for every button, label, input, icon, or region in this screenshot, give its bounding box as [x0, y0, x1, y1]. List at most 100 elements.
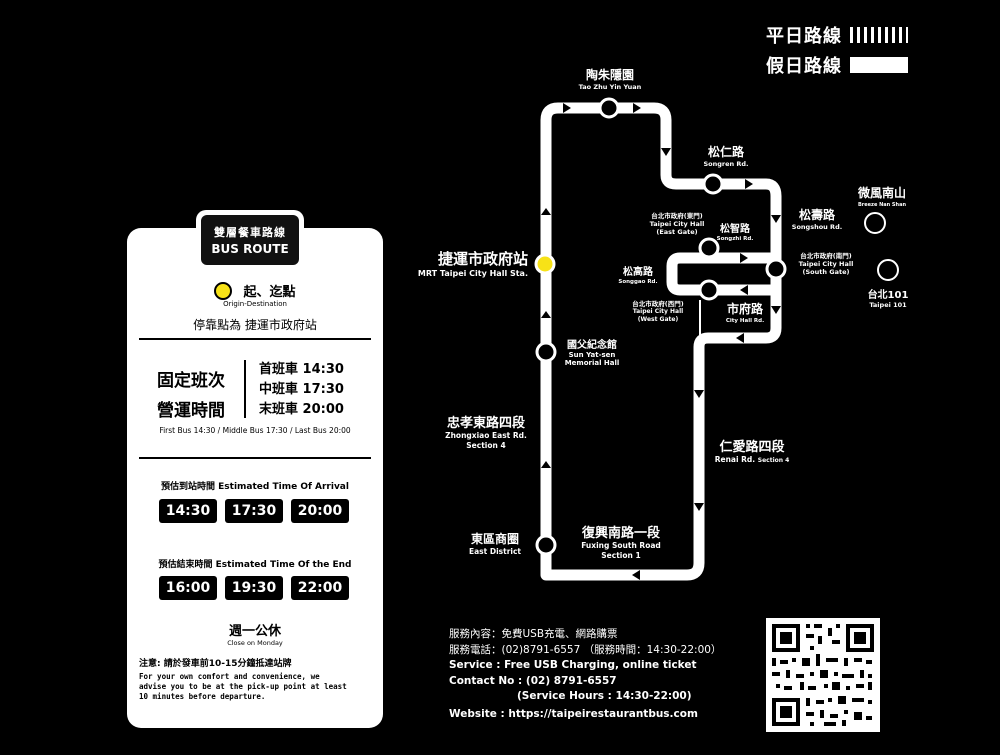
route-legend: 平日路線 假日路線	[766, 20, 908, 80]
arrow-icon	[771, 306, 781, 314]
schedule-times: 首班車 14:30 中班車 17:30 末班車 20:00	[259, 360, 344, 420]
arrow-icon	[541, 311, 551, 318]
label-east-gate: 台北市政府(東門)Taipei City Hall(East Gate)	[649, 212, 705, 236]
arrival-time: 17:30	[225, 499, 283, 523]
arrow-icon	[633, 103, 641, 113]
stop-taipei-101	[877, 259, 899, 281]
end-title: 預估結束時間 Estimated Time Of the End	[158, 560, 352, 570]
arrow-icon	[694, 503, 704, 511]
arrow-icon	[661, 148, 671, 156]
fixed-schedule-line2: 營運時間	[157, 401, 225, 421]
label-renai: 仁愛路四段 Renai Rd. Section 4	[714, 440, 790, 464]
notice-en-line: advise you to be at the pick-up point at…	[139, 682, 347, 691]
stop-mrt-city-hall	[534, 253, 556, 275]
weekday-route-swatch	[850, 27, 908, 43]
holiday-route-label: 假日路線	[766, 56, 842, 77]
stop-tao-zhu-yin-yuan	[598, 97, 620, 119]
arrival-time: 14:30	[159, 499, 217, 523]
schedule-divider	[244, 360, 246, 418]
service-phone: 服務電話：(02)8791-6557 （服務時間：14:30-22:00）	[449, 643, 722, 656]
end-time: 19:30	[225, 576, 283, 600]
service-en: Service : Free USB Charging, online tick…	[449, 659, 697, 671]
stop-east-gate	[698, 237, 720, 259]
arrow-icon	[736, 333, 744, 343]
arrival-times: 14:30 17:30 20:00	[159, 499, 349, 523]
weekday-route-path	[540, 102, 782, 581]
arrival-title: 預估到站時間 Estimated Time Of Arrival	[161, 482, 349, 492]
closed-zh: 週一公休	[228, 624, 281, 639]
arrow-icon	[740, 285, 748, 295]
renai-en: Renai Rd.	[714, 455, 756, 464]
notice-en-line: 10 minutes before departure.	[139, 692, 266, 701]
origin-legend: 起、迄點 Origin-Destination	[127, 280, 383, 308]
notice-zh: 注意: 請於發車前10-15分鐘抵達站牌	[139, 659, 292, 669]
origin-label-en: Origin-Destination	[223, 300, 287, 308]
arrow-icon	[541, 461, 551, 468]
service-content: 服務內容：免費USB充電、網路購票	[449, 628, 618, 640]
end-times: 16:00 19:30 22:00	[159, 576, 349, 600]
notice-en-line: For your own comfort and convenience, we	[139, 672, 320, 681]
arrow-icon	[563, 103, 571, 113]
closed-en: Close on Monday	[227, 639, 283, 647]
arrow-icon	[632, 570, 640, 580]
label-west-gate: 台北市政府(西門)Taipei City Hall(West Gate)	[632, 300, 684, 323]
weekday-route-label: 平日路線	[766, 26, 842, 47]
divider	[139, 338, 371, 340]
arrow-icon	[771, 215, 781, 223]
arrow-icon	[541, 208, 551, 215]
tab-title-zh: 雙層餐車路線	[214, 226, 286, 239]
stop-south-gate	[765, 258, 787, 280]
arrival-time: 20:00	[291, 499, 349, 523]
schedule-en: First Bus 14:30 / Middle Bus 17:30 / Las…	[159, 426, 351, 435]
holiday-route-swatch	[850, 57, 908, 73]
stop-east-district	[535, 534, 557, 556]
end-time: 22:00	[291, 576, 349, 600]
website[interactable]: Website : https://taipeirestaurantbus.co…	[449, 707, 698, 720]
end-time: 16:00	[159, 576, 217, 600]
origin-dot-icon	[214, 281, 233, 300]
contact-en: Contact No : (02) 8791-6557	[449, 674, 617, 687]
service-info: 服務內容：免費USB充電、網路購票 服務電話：(02)8791-6557 （服務…	[449, 627, 721, 722]
arrival-notice: 注意: 請於發車前10-15分鐘抵達站牌 For your own comfor…	[139, 656, 373, 702]
fixed-schedule-line1: 固定班次	[157, 371, 225, 391]
stop-note: 停靠點為 捷運市政府站	[193, 318, 317, 332]
first-bus: 首班車 14:30	[259, 362, 344, 377]
bus-info-card: 起、迄點 Origin-Destination 停靠點為 捷運市政府站 固定班次…	[127, 228, 383, 728]
qr-code-icon	[772, 624, 874, 726]
arrow-icon	[740, 253, 748, 263]
label-south-gate: 台北市政府(南門)Taipei City Hall(South Gate)	[798, 252, 854, 276]
origin-label: 起、迄點	[243, 285, 296, 300]
stop-west-gate	[698, 279, 720, 301]
renai-en2: Section 4	[757, 457, 790, 464]
middle-bus: 中班車 17:30	[259, 382, 344, 397]
service-hours-en: (Service Hours : 14:30-22:00)	[517, 690, 692, 702]
divider	[139, 457, 371, 459]
last-bus: 末班車 20:00	[259, 402, 344, 417]
fixed-schedule-title: 固定班次 營運時間	[157, 366, 225, 426]
stop-songren-rd	[702, 173, 724, 195]
notice-en: For your own comfort and convenience, we…	[139, 672, 373, 702]
arrow-icon	[745, 179, 753, 189]
holiday-route-path	[666, 252, 782, 296]
stop-sun-yat-sen	[535, 341, 557, 363]
arrow-icon	[694, 390, 704, 398]
stop-breeze-nan-shan	[864, 212, 886, 234]
closed-notice: 週一公休 Close on Monday	[127, 620, 383, 647]
qr-code[interactable]	[766, 618, 880, 732]
bus-route-tab: 雙層餐車路線 BUS ROUTE	[196, 210, 304, 270]
tab-title-en: BUS ROUTE	[211, 242, 289, 256]
